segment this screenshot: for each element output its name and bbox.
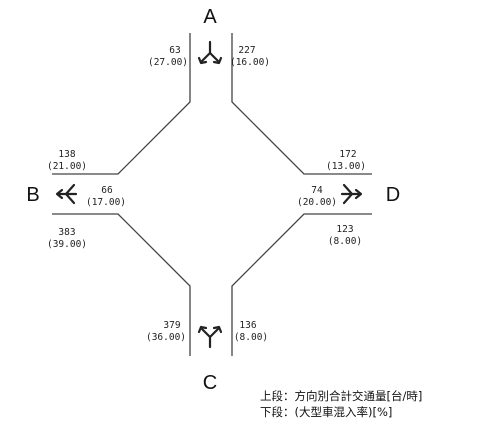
flow-d-bottom-ratio: (8.00) [328, 236, 362, 247]
legend-lower: 下段：(大型車混入率)[%] [260, 405, 392, 419]
flow-b-mid-ratio: (17.00) [86, 197, 126, 208]
legend-upper: 上段：方向別合計交通量[台/時] [260, 389, 422, 403]
arrow-a-icon [197, 40, 223, 65]
flow-c-right-ratio: (8.00) [234, 332, 268, 343]
node-label-a: A [203, 6, 217, 28]
flow-b-bottom-ratio: (39.00) [47, 239, 87, 250]
flow-d-mid-count: 74 [311, 185, 323, 196]
flow-b-top-count: 138 [58, 149, 75, 160]
arrow-c-icon [197, 325, 223, 349]
flow-b-bottom-count: 383 [58, 227, 75, 238]
arrow-b-icon [55, 183, 78, 205]
flow-d-top-count: 172 [339, 149, 356, 160]
flow-c-right-count: 136 [239, 320, 256, 331]
flow-c-left-ratio: (36.00) [146, 332, 186, 343]
flow-d-mid-ratio: (20.00) [297, 197, 337, 208]
flow-a-right-ratio: (16.00) [230, 57, 270, 68]
flow-d-top-ratio: (13.00) [326, 161, 366, 172]
flow-b-mid-count: 66 [101, 185, 113, 196]
flow-b-top-ratio: (21.00) [47, 161, 87, 172]
road-outline [52, 33, 372, 356]
flow-d-bottom-count: 123 [336, 224, 353, 235]
arrow-d-icon [340, 183, 363, 205]
flow-a-right-count: 227 [238, 45, 255, 56]
node-label-c: C [203, 372, 217, 394]
flow-c-left-count: 379 [163, 320, 180, 331]
node-label-b: B [26, 184, 39, 206]
node-label-d: D [386, 184, 400, 206]
flow-a-left-ratio: (27.00) [148, 57, 188, 68]
flow-a-left-count: 63 [169, 45, 180, 56]
